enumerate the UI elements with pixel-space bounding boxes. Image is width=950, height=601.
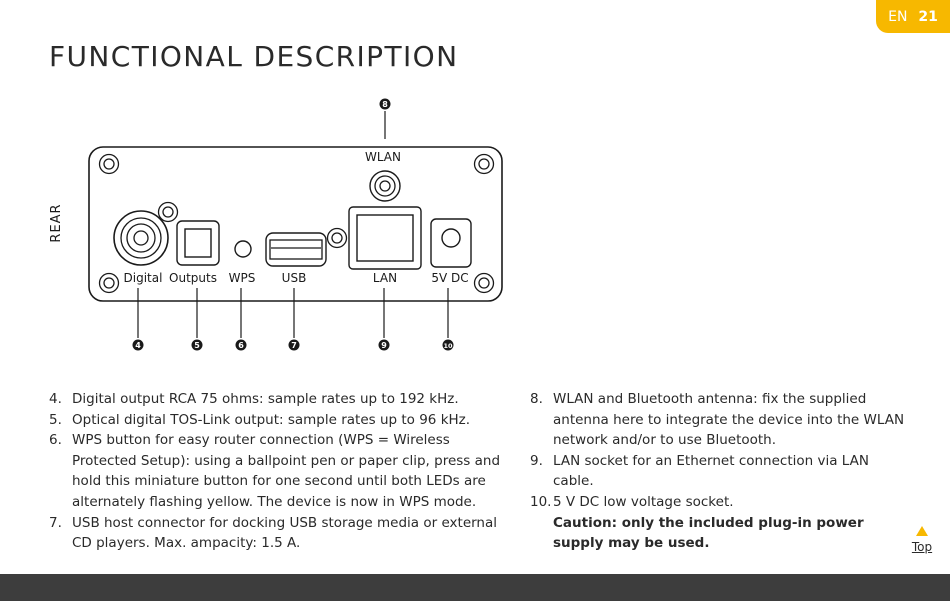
item-number: 9.: [530, 452, 543, 469]
item-text: WLAN and Bluetooth antenna: fix the supp…: [553, 391, 905, 449]
item-text-group: 5 V DC low voltage socket. Caution: only…: [553, 492, 910, 554]
item-number: 5.: [49, 411, 62, 428]
callout-10: 10: [442, 339, 454, 351]
svg-text:10: 10: [443, 342, 453, 350]
label-wlan: WLAN: [365, 150, 401, 164]
antenna-connector-icon: [369, 170, 401, 202]
screw-icon: [98, 272, 120, 294]
screw-icon: [473, 272, 495, 294]
list-item: 10. 5 V DC low voltage socket. Caution: …: [530, 492, 910, 554]
lan-port-icon: [348, 206, 422, 270]
top-link-label: Top: [911, 540, 933, 554]
rear-label: REAR: [49, 203, 64, 242]
label-usb: USB: [282, 271, 307, 285]
callout-5: 5: [191, 339, 203, 351]
callout-9: 9: [378, 339, 390, 351]
device-outline: [88, 146, 503, 302]
item-text: Optical digital TOS-Link output: sample …: [72, 411, 471, 428]
list-item: 5. Optical digital TOS-Link output: samp…: [49, 410, 504, 431]
page-number: 21: [918, 8, 938, 25]
screw-icon: [157, 201, 179, 223]
page-title: FUNCTIONAL DESCRIPTION: [49, 40, 459, 73]
callout-7: 7: [288, 339, 300, 351]
item-text: WPS button for easy router connection (W…: [72, 432, 501, 510]
leader-lines: [137, 111, 449, 338]
svg-text:7: 7: [291, 341, 297, 350]
screw-icon: [326, 227, 348, 249]
svg-text:9: 9: [381, 341, 387, 350]
callout-6: 6: [235, 339, 247, 351]
list-item: 6. WPS button for easy router connection…: [49, 430, 504, 512]
svg-text:5: 5: [194, 341, 200, 350]
item-number: 7.: [49, 514, 62, 531]
svg-text:4: 4: [135, 341, 141, 350]
screw-icon: [98, 153, 120, 175]
item-number: 4.: [49, 391, 62, 407]
item-text: 5 V DC low voltage socket.: [553, 493, 734, 510]
item-number: 8.: [530, 391, 543, 407]
list-item: 9. LAN socket for an Ethernet connection…: [530, 451, 910, 492]
wps-button-icon: [234, 240, 252, 258]
optical-port-icon: [176, 220, 220, 266]
label-lan: LAN: [373, 271, 397, 285]
triangle-up-icon: [916, 526, 928, 536]
label-outputs: Outputs: [169, 271, 217, 285]
description-list-right: 8. WLAN and Bluetooth antenna: fix the s…: [530, 389, 910, 554]
usb-port-icon: [265, 232, 327, 267]
item-text: USB host connector for docking USB stora…: [72, 514, 498, 552]
caution-note: Caution: only the included plug-in power…: [553, 514, 864, 552]
label-5v-dc: 5V DC: [431, 271, 468, 285]
item-text: Digital output RCA 75 ohms: sample rates…: [72, 391, 459, 407]
label-wps: WPS: [229, 271, 256, 285]
callout-4: 4: [132, 339, 144, 351]
dc-socket-icon: [430, 218, 472, 268]
list-item: 7. USB host connector for docking USB st…: [49, 513, 504, 554]
page-tab: EN 21: [876, 0, 950, 33]
list-item: 4. Digital output RCA 75 ohms: sample ra…: [49, 389, 504, 410]
item-number: 6.: [49, 432, 62, 449]
footer-bar: [0, 574, 950, 601]
label-digital: Digital: [124, 271, 163, 285]
rear-panel-diagram: REAR WLAN Digita: [49, 98, 503, 351]
back-to-top-link[interactable]: Top: [907, 526, 937, 554]
list-item: 8. WLAN and Bluetooth antenna: fix the s…: [530, 389, 910, 451]
item-text: LAN socket for an Ethernet connection vi…: [553, 452, 869, 490]
rca-jack-icon: [113, 210, 169, 266]
description-list-left: 4. Digital output RCA 75 ohms: sample ra…: [49, 389, 504, 554]
screw-icon: [473, 153, 495, 175]
svg-text:6: 6: [238, 341, 244, 350]
language-label: EN: [888, 8, 908, 25]
item-number: 10.: [530, 493, 552, 510]
svg-text:8: 8: [382, 100, 388, 109]
callout-8: 8: [379, 98, 391, 110]
